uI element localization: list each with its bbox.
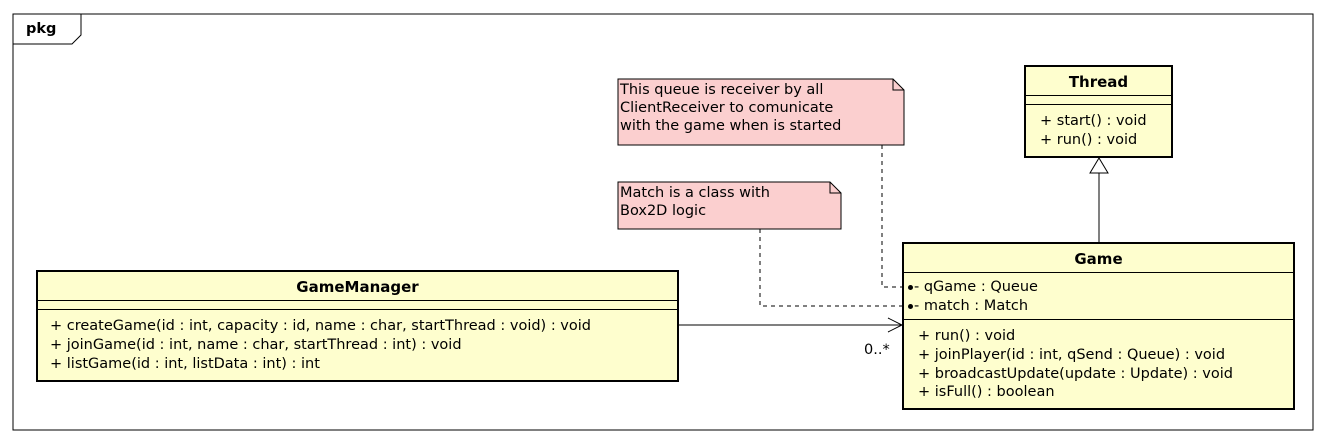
- note-line: ClientReceiver to comunicate: [620, 100, 834, 116]
- separator: [1026, 95, 1171, 96]
- package-tab: [13, 14, 82, 45]
- match-note: Match is a class with Box2D logic: [620, 184, 770, 220]
- package-label: pkg: [26, 21, 57, 37]
- separator: [38, 309, 677, 310]
- note-line: Match is a class with: [620, 185, 770, 201]
- multiplicity-label: 0..*: [864, 342, 890, 358]
- separator: [904, 319, 1293, 320]
- class-name: GameManager: [296, 278, 419, 296]
- separator: [1026, 104, 1171, 105]
- separator: [904, 272, 1293, 273]
- class-game-manager: GameManager + createGame(id : int, capac…: [36, 270, 679, 382]
- attribute: - qGame : Queue: [908, 279, 1038, 295]
- method: + run() : void: [918, 328, 1016, 344]
- attribute-text: - match : Match: [914, 298, 1029, 314]
- note-line: with the game when is started: [620, 118, 842, 134]
- note-line: Box2D logic: [620, 203, 707, 219]
- attribute: - match : Match: [908, 298, 1028, 314]
- method: + run() : void: [1040, 132, 1138, 148]
- separator: [38, 300, 677, 301]
- match-note-anchor: [759, 229, 903, 307]
- queue-note-fold: [892, 79, 904, 91]
- class-thread: Thread + start() : void + run() : void: [1024, 65, 1173, 158]
- match-note-fold: [829, 182, 841, 194]
- class-name: Game: [1074, 250, 1123, 268]
- package-frame: [12, 13, 1314, 431]
- method: + start() : void: [1040, 113, 1147, 129]
- method: + isFull() : boolean: [918, 384, 1055, 400]
- class-game: Game - qGame : Queue - match : Match + r…: [902, 242, 1295, 410]
- queue-note: This queue is receiver by all ClientRece…: [620, 81, 841, 135]
- generalization-arrowhead: [1089, 157, 1109, 174]
- match-note-shape: [617, 181, 842, 230]
- method: + broadcastUpdate(update : Update) : voi…: [918, 366, 1233, 382]
- class-name: Thread: [1068, 73, 1129, 91]
- queue-note-anchor: [881, 145, 903, 288]
- private-marker-icon: [908, 303, 913, 309]
- method: + joinPlayer(id : int, qSend : Queue) : …: [918, 347, 1226, 363]
- method: + listGame(id : int, listData : int) : i…: [50, 356, 320, 372]
- method: + createGame(id : int, capacity : id, na…: [50, 318, 591, 334]
- private-marker-icon: [908, 284, 913, 290]
- method: + joinGame(id : int, name : char, startT…: [50, 337, 462, 353]
- note-line: This queue is receiver by all: [620, 82, 824, 98]
- queue-note-shape: [617, 78, 905, 146]
- attribute-text: - qGame : Queue: [914, 279, 1038, 295]
